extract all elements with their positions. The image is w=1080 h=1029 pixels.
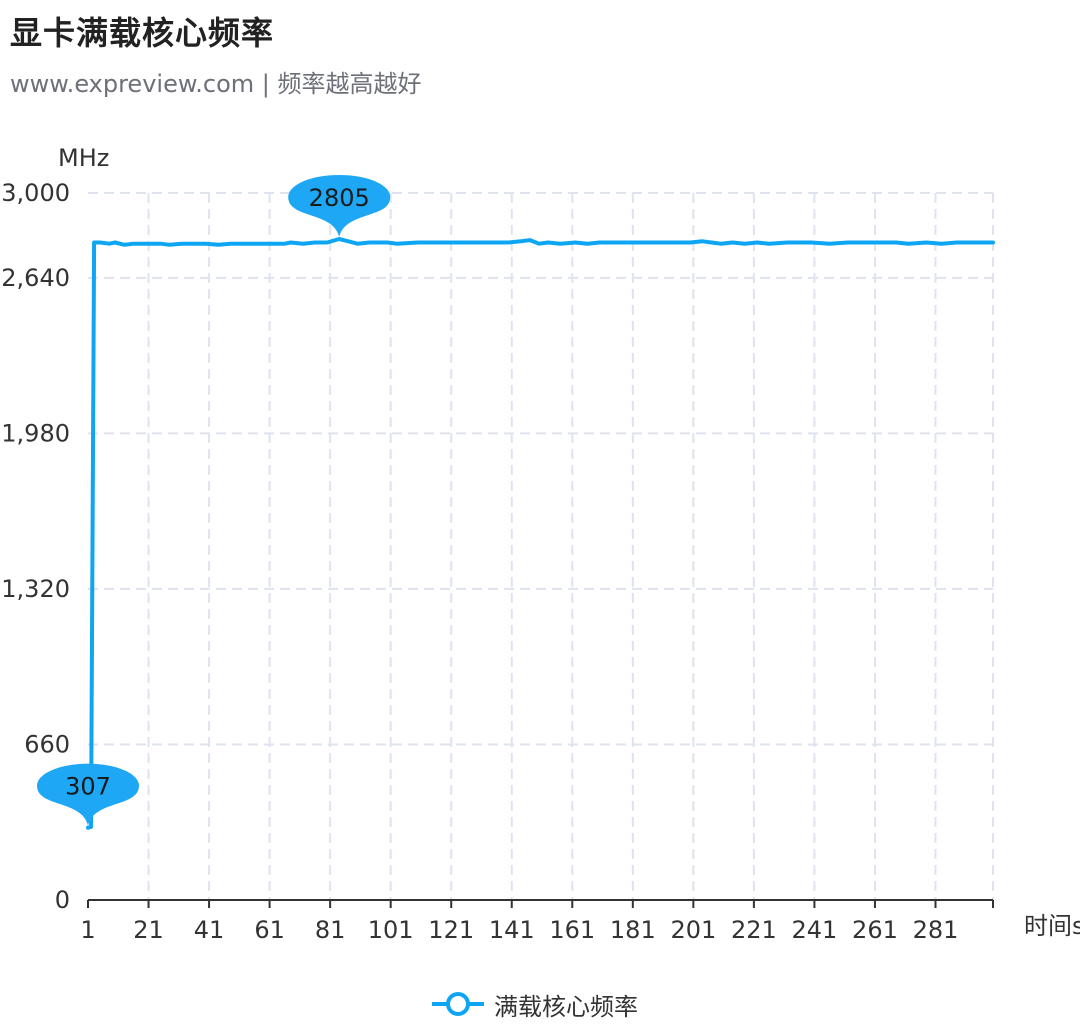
x-tick-label: 21 — [133, 916, 164, 944]
y-tick-label: 3,000 — [1, 179, 70, 207]
min-value-marker: 307 — [37, 763, 139, 826]
legend-label: 满载核心频率 — [494, 992, 638, 1021]
x-tick-label: 161 — [549, 916, 595, 944]
x-tick-label: 121 — [428, 916, 474, 944]
x-tick-label: 241 — [792, 916, 838, 944]
x-tick-label: 41 — [194, 916, 225, 944]
max-value-marker: 2805 — [288, 174, 391, 237]
x-tick-label: 221 — [731, 916, 777, 944]
y-tick-label: 0 — [55, 886, 70, 914]
y-tick-label: 1,320 — [1, 575, 70, 603]
x-tick-label: 81 — [315, 916, 346, 944]
legend[interactable]: 满载核心频率 — [430, 984, 638, 1024]
annotations: 2805 307 — [37, 174, 391, 826]
marker-pin — [37, 763, 139, 826]
legend-line-circle-icon — [432, 992, 484, 1016]
chart-subtitle: www.expreview.com | 频率越高越好 — [10, 70, 422, 98]
series-line — [86, 237, 995, 830]
y-axis-name: MHz — [58, 144, 109, 172]
marker-label: 307 — [65, 773, 111, 801]
x-tick-label: 101 — [368, 916, 414, 944]
chart-title: 显卡满载核心频率 — [10, 14, 275, 52]
x-tick-label: 281 — [913, 916, 959, 944]
x-tick-label: 61 — [254, 916, 285, 944]
series — [86, 237, 995, 830]
x-tick-label: 1 — [80, 916, 95, 944]
x-tick-label: 141 — [489, 916, 535, 944]
x-axis-name: 时间s — [1024, 912, 1080, 940]
marker-pin — [288, 174, 391, 237]
x-tick-label: 181 — [610, 916, 656, 944]
y-tick-label: 1,980 — [1, 419, 70, 447]
marker-label: 2805 — [309, 184, 370, 212]
y-tick-label: 2,640 — [1, 264, 70, 292]
x-tick-label: 261 — [852, 916, 898, 944]
x-tick-label: 201 — [670, 916, 716, 944]
grid — [88, 192, 994, 900]
y-tick-label: 660 — [24, 730, 70, 758]
